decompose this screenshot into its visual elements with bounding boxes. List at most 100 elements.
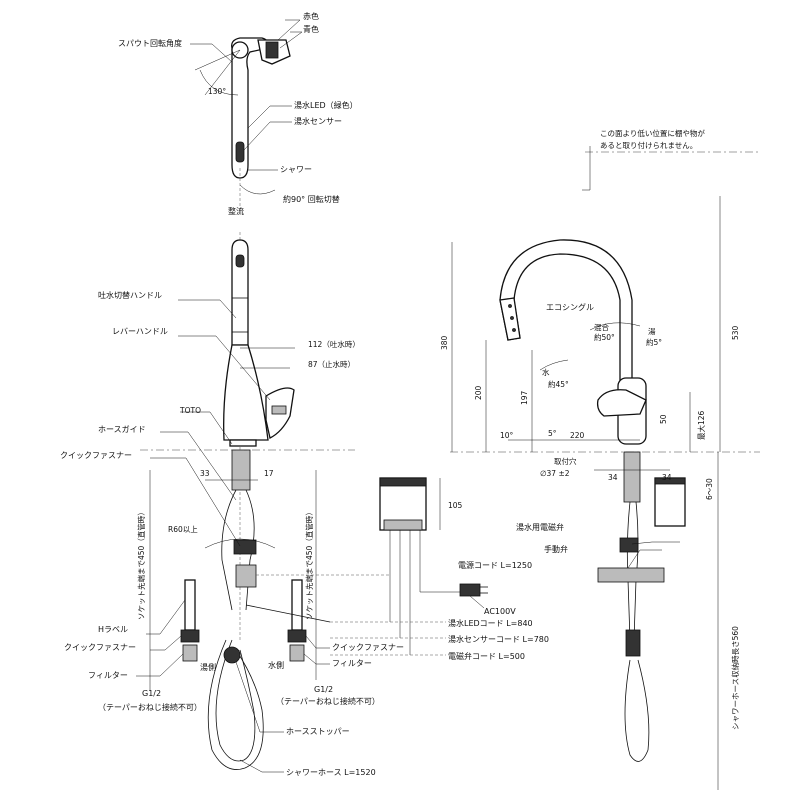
gooseneck-spout (499, 239, 633, 393)
label-valve-cord: 電磁弁コード L=500 (448, 651, 525, 661)
leader-red (277, 19, 301, 41)
label-taper-left: （テーパーおねじ接続不可） (98, 702, 202, 712)
label-hot-side: 湯側 (200, 662, 216, 672)
side-hose-loop (624, 659, 650, 762)
label-shower-hose: シャワーホース L=1520 (286, 768, 376, 777)
label-ac100v: AC100V (484, 607, 516, 616)
hot-filter (182, 644, 198, 662)
label-mount-hole-dim: ∅37 ±2 (540, 469, 570, 478)
cold-fastener (287, 629, 307, 643)
shank (231, 449, 251, 491)
hose-left (221, 489, 237, 611)
side-manifold (597, 567, 665, 583)
label-d105: 105 (448, 501, 463, 510)
valve-block (235, 564, 257, 588)
base-plate (229, 439, 257, 447)
color-marks (265, 41, 279, 59)
leader-lever (178, 335, 271, 401)
cord-guide (245, 604, 331, 623)
label-spout-angle: スパウト回転角度 (118, 38, 182, 48)
hot-pipe (184, 579, 196, 631)
label-d5: 5° (548, 429, 557, 438)
leader-manual-valve (627, 549, 662, 569)
label-hose-guide: ホースガイド (98, 424, 146, 434)
label-socket-mid: ソケット先端まで450（直管時） (304, 508, 314, 620)
side-lever (596, 389, 647, 417)
leader-qf-top (150, 457, 241, 547)
label-shower: シャワー (280, 165, 312, 174)
quick-fastener-body (233, 539, 257, 555)
label-toto: TOTO (179, 406, 201, 415)
label-r60: R60以上 (168, 525, 198, 534)
label-seiryu: 整流 (228, 206, 244, 216)
label-d87: 87（止水時） (308, 359, 355, 369)
leader-qf-right (305, 635, 330, 649)
arc-45 (539, 359, 569, 371)
label-qf-right: クイックファスナー (332, 643, 404, 652)
leader-qf-left (150, 635, 182, 651)
label-about50: 約50° (594, 332, 615, 342)
hose-stopper (223, 646, 241, 664)
label-d220: 220 (570, 431, 585, 440)
label-dispense-handle: 吐水切替ハンドル (98, 290, 162, 300)
label-socket-left: ソケット先端まで450（直管時） (136, 508, 146, 620)
label-filter-right: フィルター (332, 659, 372, 668)
label-hot-valve: 湯水用電磁弁 (516, 522, 564, 532)
leader-blue (279, 31, 303, 49)
label-d197: 197 (520, 390, 529, 405)
label-about5: 約5° (646, 337, 662, 347)
leader-filter-right (303, 653, 330, 665)
top-view (190, 19, 303, 212)
label-d530: 530 (731, 325, 740, 340)
label-rot90: 約90° 回転切替 (283, 194, 340, 204)
label-d34b: 34 (662, 473, 672, 482)
arc-ref-1 (194, 49, 241, 71)
label-about45: 約45° (548, 379, 569, 389)
leader-sensor (243, 121, 292, 151)
label-water-side: 水側 (268, 660, 284, 670)
label-max126: 最大126 (696, 410, 706, 440)
front-sensor (235, 254, 245, 268)
label-led: 湯水LED（緑色） (294, 100, 358, 110)
leader-ac100v (469, 595, 485, 609)
label-d34a: 34 (608, 473, 618, 482)
hose-right (245, 489, 255, 611)
rotation-arc (199, 69, 239, 96)
leader-toto (180, 411, 233, 445)
sensor-window (235, 141, 245, 163)
cold-pipe (291, 579, 303, 631)
side-shank (623, 451, 641, 503)
side-valve (619, 537, 639, 553)
label-power-cord: 電源コード L=1250 (458, 561, 532, 570)
power-plug (459, 583, 481, 597)
side-fastener (625, 629, 641, 657)
label-mix: 混合 (594, 322, 609, 332)
label-mount-hole: 取付穴 (554, 456, 577, 466)
lever-mark (271, 405, 287, 415)
spout-column (231, 239, 249, 346)
label-eco-single: エコシングル (546, 302, 594, 312)
label-d200: 200 (474, 385, 483, 400)
cold-filter (289, 644, 305, 662)
label-sensor-cord: 湯水センサーコード L=780 (448, 634, 549, 644)
label-hose-stopper: ホースストッパー (286, 727, 350, 736)
control-box-group (256, 477, 488, 656)
label-taper-right: （テーパーおねじ接続不可） (276, 696, 380, 706)
label-filter-left: フィルター (88, 671, 128, 680)
label-hot: 湯 (648, 326, 656, 336)
label-water: 水 (542, 367, 550, 377)
leader-dispense (178, 299, 237, 319)
label-d112: 112（吐水時） (308, 339, 360, 349)
leader-led (247, 105, 292, 129)
label-hose-len: シャワーホース収納時長さ560 (730, 626, 740, 730)
label-d10: 10° (500, 431, 514, 440)
label-h-label: Hラベル (98, 625, 128, 634)
label-lever-handle: レバーハンドル (112, 327, 168, 336)
hot-fastener (180, 629, 200, 643)
arc-50 (589, 322, 641, 331)
label-d17: 17 (264, 469, 274, 478)
label-angle-130: 130° (208, 87, 226, 96)
leader-spout-angle (190, 43, 233, 63)
